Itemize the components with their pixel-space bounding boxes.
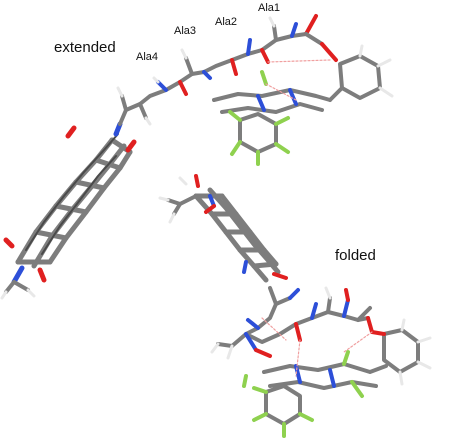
- extended-fluoroaryl-complex: [212, 70, 332, 166]
- extended-label: extended: [54, 39, 116, 56]
- extended-peptide-backbone: [118, 14, 338, 126]
- folded-label: folded: [335, 247, 376, 264]
- folded-conformer: [158, 174, 432, 438]
- ala1-label: Ala1: [258, 2, 281, 14]
- ala2-label: Ala2: [215, 16, 238, 28]
- folded-aromatic-core: [193, 187, 281, 283]
- folded-core-heteroatoms: [166, 174, 288, 280]
- ala4-label: Ala4: [136, 51, 159, 63]
- extended-conformer: [0, 14, 394, 300]
- ala3-label: Ala3: [174, 25, 197, 37]
- folded-fluoroaryl-complex: [242, 350, 388, 438]
- extended-phenyl-ring: [328, 44, 394, 102]
- folded-phenyl-ring: [370, 318, 432, 386]
- folded-peptide-backbone: [216, 286, 374, 358]
- extended-core-heteroatoms: [3, 121, 137, 294]
